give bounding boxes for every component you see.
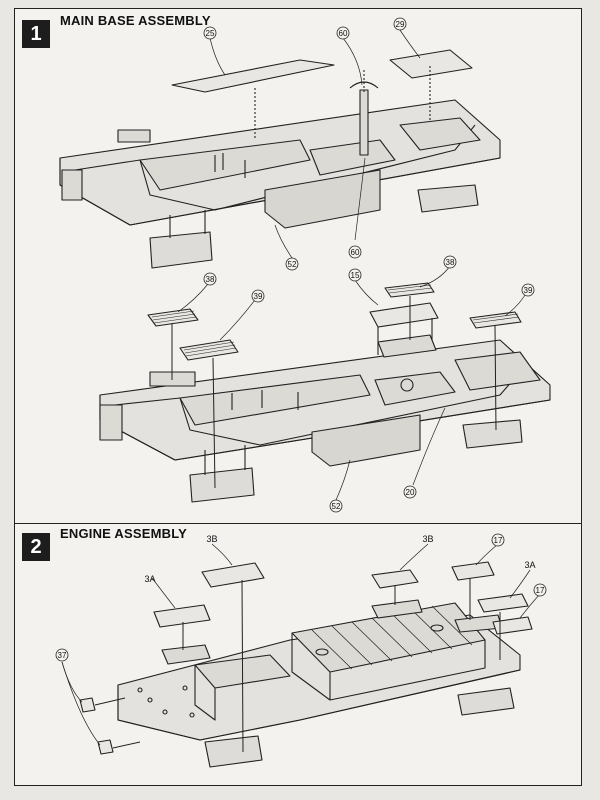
callout-52-bottom: 52 [332, 502, 341, 511]
part-3A-right [477, 593, 529, 613]
callout-38-right: 38 [446, 258, 455, 267]
callout-60-bottom: 60 [351, 248, 360, 257]
callout-60-top: 60 [339, 29, 348, 38]
callout-39-left: 39 [254, 292, 263, 301]
callout-3B-left: 3B [206, 534, 217, 544]
step-divider [14, 523, 582, 524]
callout-25: 25 [206, 29, 215, 38]
callout-52-top: 52 [288, 260, 297, 269]
callout-3B-right: 3B [422, 534, 433, 544]
callout-29: 29 [396, 20, 405, 29]
step-1-title: MAIN BASE ASSEMBLY [60, 13, 211, 28]
part-39-left [179, 339, 239, 361]
step-2-title: ENGINE ASSEMBLY [60, 526, 188, 541]
callout-3A-right: 3A [524, 560, 535, 570]
part-38-right [384, 282, 435, 298]
base-chassis-bottom [99, 302, 551, 503]
part-29 [389, 49, 473, 79]
callout-17-upper: 17 [494, 536, 503, 545]
part-25 [171, 59, 335, 93]
callout-37: 37 [58, 651, 67, 660]
part-17-upper [451, 561, 495, 581]
base-chassis-top [59, 81, 501, 269]
part-3A-left [153, 604, 211, 628]
part-37-lower [97, 739, 114, 755]
part-3B-left [201, 562, 265, 588]
callout-3A-left: 3A [144, 574, 155, 584]
callout-38-left: 38 [206, 275, 215, 284]
step-2-number: 2 [22, 533, 50, 561]
part-17-lower [492, 616, 533, 635]
step-1-number: 1 [22, 20, 50, 48]
callout-15: 15 [351, 271, 360, 280]
part-37-upper [79, 697, 96, 713]
engine-deck [117, 599, 521, 768]
part-3B-right [371, 569, 419, 589]
callout-20: 20 [406, 488, 415, 497]
callout-39-right: 39 [524, 286, 533, 295]
callout-17-lower: 17 [536, 586, 545, 595]
part-38-left [147, 308, 199, 327]
